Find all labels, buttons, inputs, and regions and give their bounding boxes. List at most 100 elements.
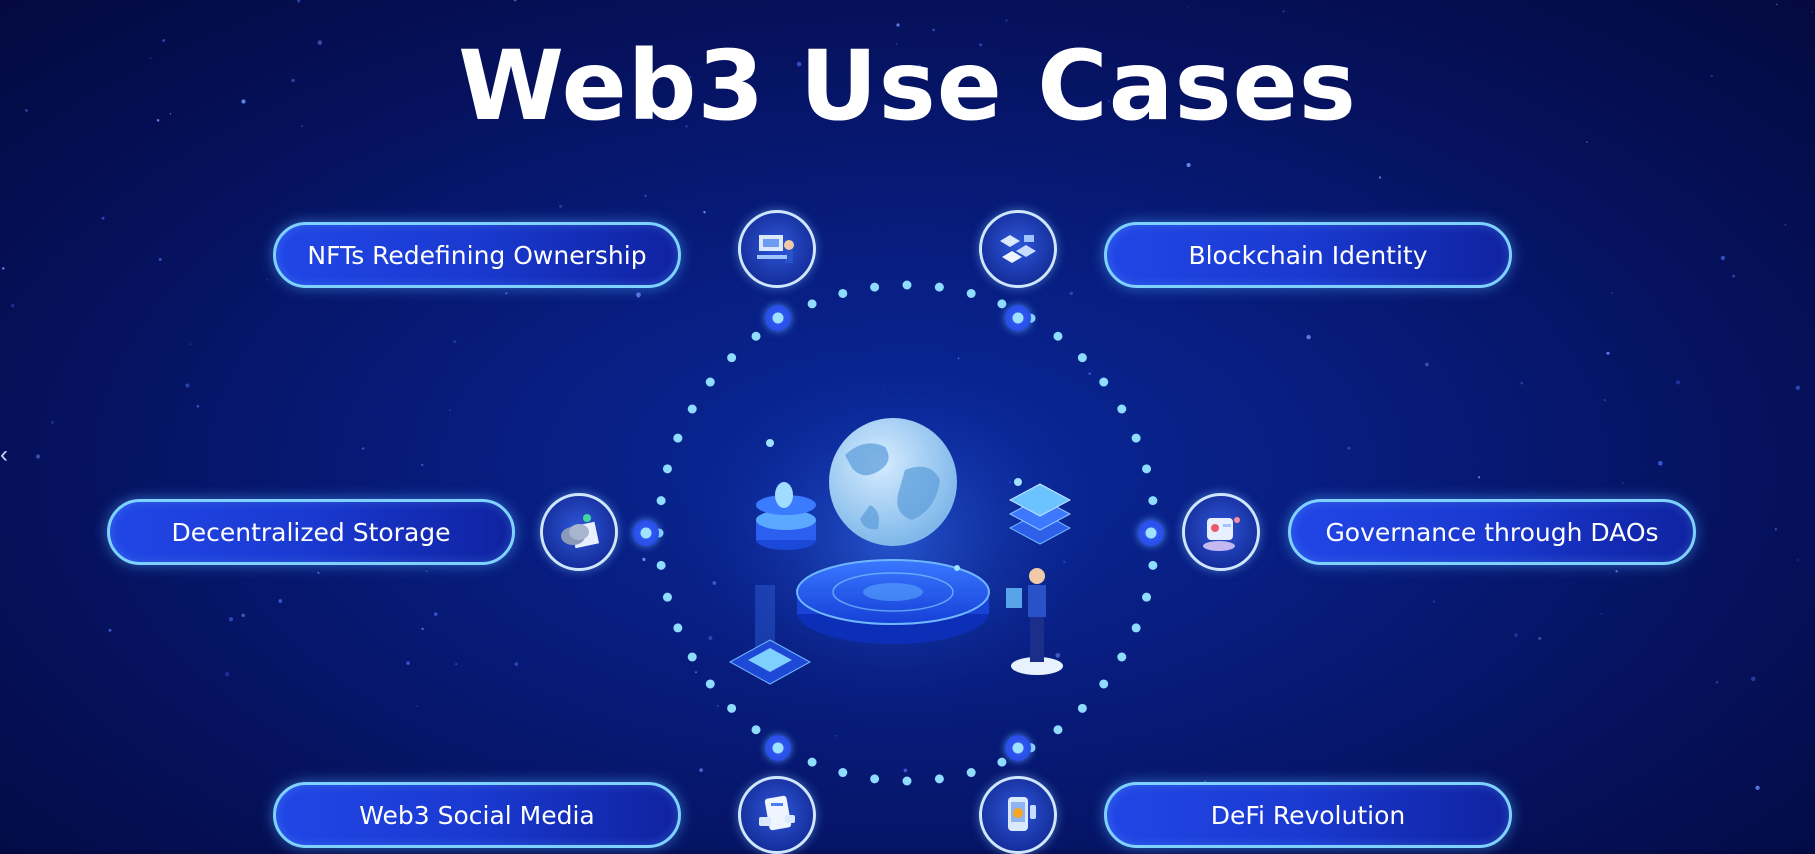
ring-dot <box>1099 679 1109 689</box>
star <box>1751 676 1756 682</box>
star <box>834 735 837 737</box>
star <box>317 40 323 45</box>
ring-dot <box>687 652 697 662</box>
ring-dot <box>997 299 1007 309</box>
star <box>699 768 703 772</box>
layer-stack-icon <box>1008 483 1072 545</box>
star <box>1347 446 1351 450</box>
ring-dot <box>1117 404 1127 414</box>
ring-dot <box>662 592 672 602</box>
ring-dot <box>751 725 761 735</box>
star <box>1477 476 1481 479</box>
star <box>449 409 451 412</box>
use-case-decentralized-storage[interactable]: Decentralized Storage <box>107 499 515 565</box>
social-media-icon[interactable] <box>738 776 816 854</box>
star <box>1715 680 1719 684</box>
star <box>1514 633 1518 637</box>
star <box>453 340 457 344</box>
ring-dot <box>870 774 880 784</box>
star <box>1282 10 1285 13</box>
ring-dot <box>1131 433 1141 443</box>
ring-dot <box>1131 623 1141 633</box>
star <box>1069 291 1074 296</box>
use-case-blockchain-identity[interactable]: Blockchain Identity <box>1104 222 1512 288</box>
use-case-social-media[interactable]: Web3 Social Media <box>273 782 681 848</box>
use-case-nfts-ownership[interactable]: NFTs Redefining Ownership <box>273 222 681 288</box>
star <box>513 0 517 2</box>
star <box>278 599 283 603</box>
ring-dot <box>1148 496 1158 506</box>
ring-dot <box>997 757 1007 767</box>
ring-dot <box>673 433 683 443</box>
ring-dot <box>870 282 880 292</box>
ring-dot <box>934 774 944 784</box>
star <box>1005 19 1008 22</box>
star <box>688 75 692 79</box>
star <box>796 61 802 67</box>
star <box>228 617 234 622</box>
globe-icon <box>829 418 957 546</box>
ring-dot <box>727 703 737 713</box>
ring-dot <box>1142 592 1152 602</box>
star <box>695 671 697 674</box>
ring-dot <box>838 768 848 778</box>
star <box>455 663 458 666</box>
star <box>644 194 647 197</box>
star <box>421 627 424 631</box>
ring-node-left <box>633 520 659 546</box>
ring-dot <box>1077 703 1087 713</box>
star <box>1606 351 1610 355</box>
nft-ownership-icon[interactable] <box>738 210 816 288</box>
ring-dot <box>1077 353 1087 363</box>
ring-node-top-right <box>1005 305 1031 331</box>
ring-dot <box>1099 377 1109 387</box>
star <box>1538 636 1542 641</box>
ring-node-bottom-left <box>765 735 791 761</box>
defi-icon[interactable] <box>979 776 1057 854</box>
chevron-left-icon[interactable]: ‹ <box>0 441 8 468</box>
dao-governance-icon[interactable] <box>1182 493 1260 571</box>
star <box>1306 334 1311 340</box>
star <box>1204 780 1206 782</box>
star <box>1796 559 1799 561</box>
person-figure <box>1006 568 1063 675</box>
star <box>101 216 105 220</box>
star <box>1611 291 1614 294</box>
blockchain-identity-icon[interactable] <box>979 210 1057 288</box>
star <box>505 292 508 295</box>
star <box>979 43 983 47</box>
star <box>1774 528 1777 531</box>
star <box>1433 600 1436 603</box>
star <box>416 705 418 707</box>
star <box>1347 110 1350 114</box>
star <box>25 109 28 112</box>
star <box>425 570 428 573</box>
star <box>1795 385 1801 390</box>
ring-dot <box>705 377 715 387</box>
star <box>1755 785 1760 790</box>
star <box>11 304 15 308</box>
page-title: Web3 Use Cases <box>458 30 1357 142</box>
use-case-defi[interactable]: DeFi Revolution <box>1104 782 1512 848</box>
star <box>1732 274 1735 278</box>
star <box>1187 5 1189 8</box>
ring-node-top-left <box>765 305 791 331</box>
ring-dot <box>966 768 976 778</box>
ring-dot <box>1148 560 1158 570</box>
star <box>1425 362 1429 367</box>
decentralized-storage-icon[interactable] <box>540 493 618 571</box>
star <box>932 28 935 32</box>
star <box>685 125 688 128</box>
star <box>291 78 295 83</box>
star <box>1784 224 1787 226</box>
star <box>406 661 410 665</box>
use-case-dao-governance[interactable]: Governance through DAOs <box>1288 499 1696 565</box>
star <box>421 463 424 467</box>
star <box>2 267 5 270</box>
star <box>1675 380 1681 385</box>
star <box>1186 162 1191 168</box>
star <box>642 557 646 562</box>
